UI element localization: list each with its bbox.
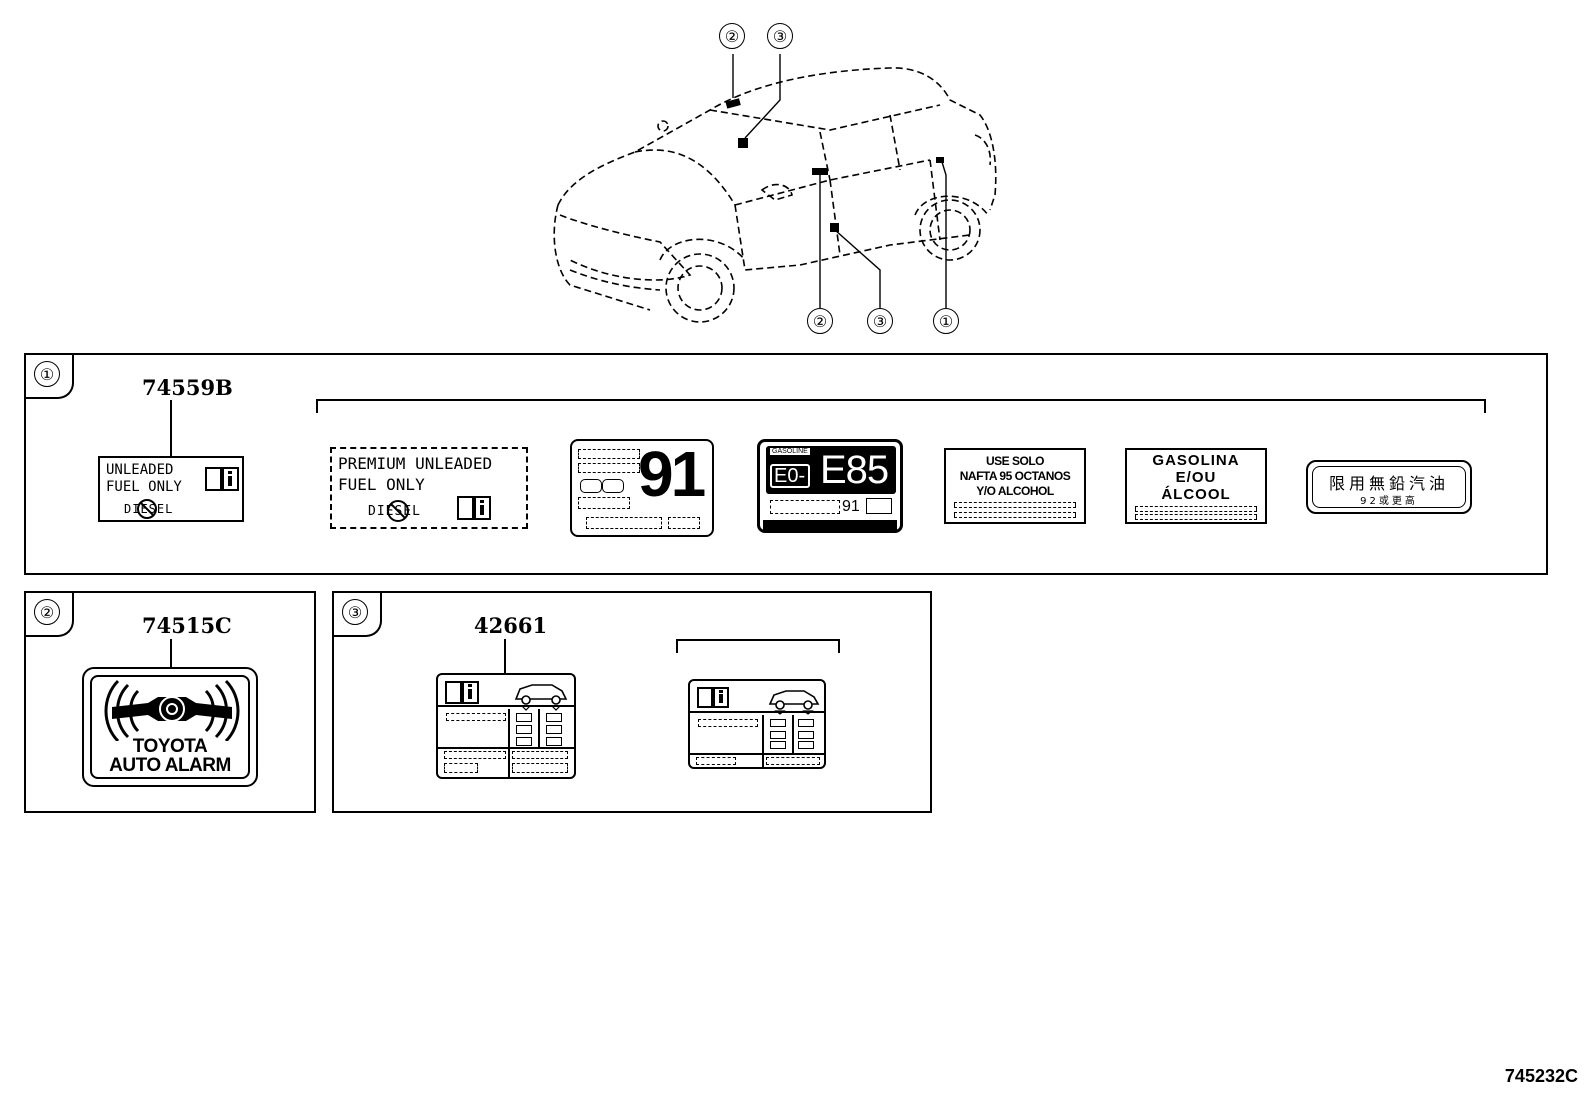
part-number-74559B: 74559B <box>142 375 233 400</box>
manual-book-icon <box>457 496 491 520</box>
panel-1-tab: ① <box>24 353 74 399</box>
panel-3-tab: ③ <box>332 591 382 637</box>
label-text-line1: GASOLINA <box>1152 452 1240 469</box>
panel-1-number: ① <box>34 361 60 387</box>
leader-line <box>170 639 172 667</box>
alarm-sound-icon <box>104 679 240 741</box>
variant-bracket <box>676 639 840 653</box>
label-chinese-unleaded: 限用無鉛汽油 92或更高 <box>1306 460 1472 514</box>
panel-tire-pressure: ③ 42661 <box>332 591 932 813</box>
panel-3-number: ③ <box>342 599 368 625</box>
part-number-42661: 42661 <box>474 613 548 638</box>
label-octane-91: 91 <box>570 438 714 537</box>
vehicle-side-icon <box>768 690 820 715</box>
octane-number: 91 <box>638 438 706 510</box>
part-number-74515C: 74515C <box>142 613 232 638</box>
label-unleaded-fuel-only: UNLEADED FUEL ONLY DIESEL <box>98 456 244 522</box>
label-text-line2: 92或更高 <box>1360 496 1418 507</box>
label-gasolina-alcool: GASOLINA E/OU ÁLCOOL <box>1125 448 1267 524</box>
label-tire-pressure <box>436 673 576 779</box>
e0-text: E0- <box>770 464 810 488</box>
label-text-line1: 限用無鉛汽油 <box>1328 474 1449 493</box>
panel-2-tab: ② <box>24 591 74 637</box>
manual-book-icon <box>697 687 729 708</box>
label-nafta-95: USE SOLO NAFTA 95 OCTANOS Y/O ALCOHOL <box>944 448 1086 524</box>
variant-bracket <box>316 399 1486 413</box>
no-diesel-icon <box>137 499 157 519</box>
callout-2-bottom: ② <box>807 308 833 334</box>
alarm-text-line1: TOYOTA <box>132 736 208 757</box>
label-text-line1: UNLEADED <box>106 462 174 478</box>
panel-auto-alarm: ② 74515C TOYOTA AUTO ALARM <box>24 591 316 813</box>
panel-fuel-labels: ① 74559B UNLEADED FUEL ONLY DIESEL PREMI… <box>24 353 1548 575</box>
label-text-line2: FUEL ONLY <box>106 479 182 495</box>
callout-3-bottom: ③ <box>867 308 893 334</box>
gasoline-tag: GASOLINE <box>770 448 810 455</box>
label-text-line1: PREMIUM UNLEADED <box>338 454 493 473</box>
leader-line <box>170 400 172 458</box>
callout-1-bottom: ① <box>933 308 959 334</box>
label-text-line2: E/OU <box>1175 469 1217 486</box>
label-e85: GASOLINE E0- E85 91 <box>757 439 903 533</box>
e85-text: E85 <box>820 448 889 492</box>
label-text-line1: USE SOLO <box>985 454 1045 468</box>
no-diesel-icon <box>387 500 409 522</box>
label-tire-pressure-variant <box>688 679 826 769</box>
vehicle-illustration <box>553 54 997 323</box>
callout-3-top: ③ <box>767 23 793 49</box>
label-text-line3: ÁLCOOL <box>1161 486 1231 503</box>
diagram-id: 745232C <box>1504 1066 1578 1086</box>
callout-2-top: ② <box>719 23 745 49</box>
octane-small: 91 <box>842 498 860 515</box>
label-text-line2: FUEL ONLY <box>338 475 425 494</box>
manual-book-icon <box>445 681 479 704</box>
label-premium-unleaded: PREMIUM UNLEADED FUEL ONLY DIESEL <box>330 447 528 529</box>
label-text-line3: Y/O ALCOHOL <box>976 484 1054 498</box>
label-toyota-auto-alarm: TOYOTA AUTO ALARM <box>82 667 258 787</box>
panel-2-number: ② <box>34 599 60 625</box>
manual-book-icon <box>205 467 239 491</box>
label-text-line2: NAFTA 95 OCTANOS <box>959 469 1071 483</box>
alarm-text-line2: AUTO ALARM <box>109 755 231 776</box>
leader-line <box>504 639 506 675</box>
